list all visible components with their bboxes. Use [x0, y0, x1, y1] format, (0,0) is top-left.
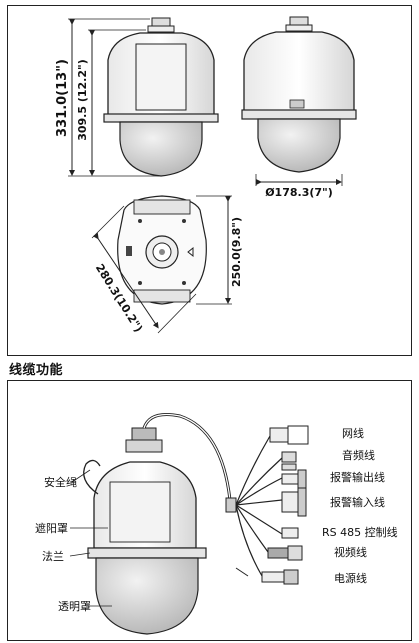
label-alarm-input-cable: 报警输入线: [330, 495, 385, 509]
label-audio-cable: 音频线: [342, 448, 375, 462]
dim-height-total: 331.0(13"): [55, 59, 70, 137]
cable-camera: [83, 427, 207, 635]
label-alarm-output-cable: 报警输出线: [330, 470, 385, 484]
label-rs485-cable: RS 485 控制线: [322, 525, 398, 539]
front-view-camera: [103, 17, 219, 177]
cable-bundle: [142, 413, 283, 577]
callout-leaders: [69, 469, 112, 607]
section-heading: 线缆功能: [9, 363, 64, 378]
dim-height-body: 309.5 (12.2"): [76, 59, 89, 141]
dim-diameter: Ø178.3(7"): [265, 186, 333, 199]
label-video-cable: 视频线: [334, 545, 367, 559]
cable-function-panel: [7, 380, 412, 641]
dim-depth: 250.0(9.8"): [230, 217, 243, 287]
side-view-camera: [241, 16, 357, 173]
label-power-cable: 电源线: [334, 571, 367, 585]
diameter-dimension: [255, 174, 343, 186]
label-safety-rope: 安全绳: [44, 475, 77, 489]
label-transparent-dome: 透明罩: [58, 600, 91, 613]
height-dimensions: [68, 18, 160, 177]
label-sun-shield: 遮阳罩: [35, 521, 68, 535]
label-network-cable: 网线: [342, 426, 364, 440]
label-flange: 法兰: [42, 549, 64, 563]
depth-dimension: [91, 195, 232, 334]
cable-connectors: [235, 425, 309, 585]
